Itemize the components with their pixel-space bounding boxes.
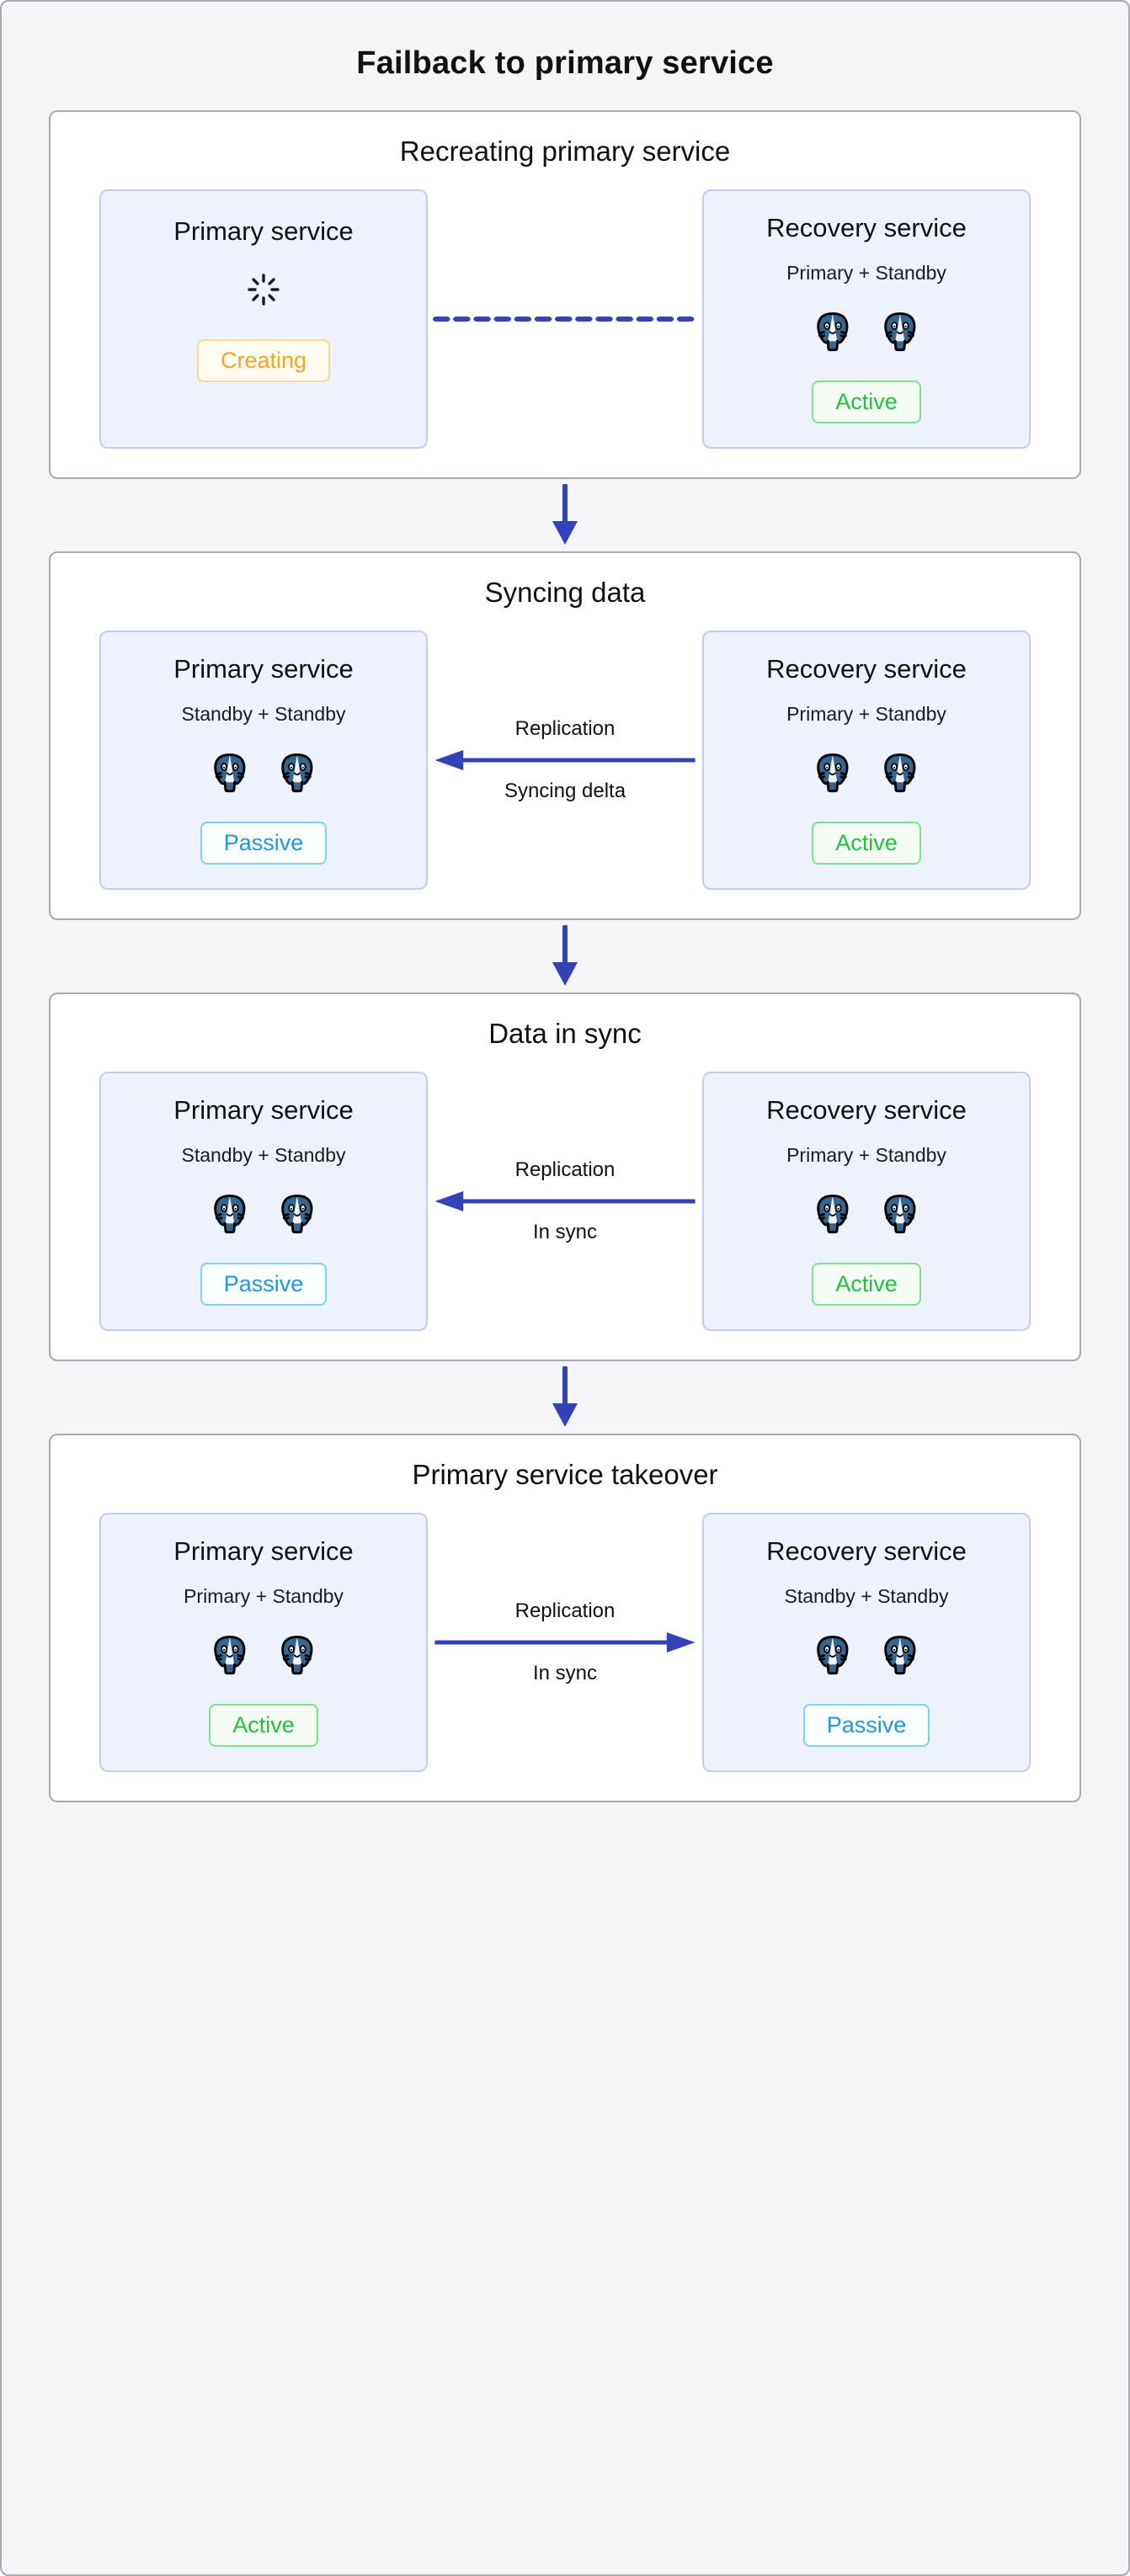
service-name: Recovery service [766,213,967,242]
service-name: Recovery service [766,654,967,684]
postgresql-elephant-icon [281,1636,313,1675]
connector-label-bottom: In sync [532,1662,598,1685]
connector-label-bottom: Syncing delta [504,780,626,802]
service-roles: Primary + Standby [786,703,946,725]
stage-title: Recreating primary service [399,136,731,167]
service-name: Primary service [173,1536,354,1566]
database-node-row [808,1189,925,1237]
connector-label-top: Replication [514,1599,616,1622]
database-node-row [808,748,925,796]
connector-arrow [433,1631,697,1653]
service-roles: Standby + Standby [181,703,346,725]
postgresql-elephant-icon [884,753,916,793]
postgresql-elephant-icon [281,753,313,793]
arrow-down-icon [552,484,578,545]
loading-spinner-icon [248,274,280,306]
stage-title: Syncing data [484,577,646,608]
postgresql-elephant-icon [884,1636,916,1675]
database-node-row [808,1630,925,1679]
replication-connector: Replication In sync [428,1072,702,1331]
service-roles: Primary + Standby [786,262,946,284]
status-badge: Active [812,822,921,865]
service-roles: Primary + Standby [786,1144,946,1166]
service-roles: Standby + Standby [784,1585,949,1607]
status-badge: Creating [196,339,331,382]
service-name: Primary service [173,216,354,246]
database-node-row [205,1630,322,1679]
postgresql-elephant-icon [817,1195,849,1234]
database-node-row [205,748,322,796]
postgresql-elephant-icon [817,312,849,352]
status-badge: Active [812,381,921,423]
postgresql-elephant-icon [214,1636,246,1675]
service-name: Recovery service [766,1095,967,1125]
replication-connector [428,189,702,449]
stage-transition-arrow [49,479,1081,551]
service-roles: Standby + Standby [181,1144,346,1166]
service-name: Primary service [173,654,354,684]
replication-connector: Replication In sync [428,1513,702,1772]
spinner-container [247,265,280,314]
service-roles: Primary + Standby [184,1585,344,1607]
postgresql-elephant-icon [817,753,849,793]
service-name: Primary service [173,1095,354,1125]
status-badge: Passive [200,1263,328,1306]
arrow-down-icon [552,1366,578,1427]
database-node-row [808,306,925,355]
page-title: Failback to primary service [356,45,774,81]
postgresql-elephant-icon [884,1195,916,1234]
postgresql-elephant-icon [884,312,916,352]
database-node-row [205,1189,322,1237]
connector-label-bottom: In sync [532,1221,598,1243]
status-badge: Active [209,1704,318,1747]
primary-service-card[interactable]: Primary service Creating [99,189,428,449]
status-badge: Passive [802,1704,930,1747]
dashed-connector-icon [433,317,697,322]
postgresql-elephant-icon [817,1636,849,1675]
connector-label-top: Replication [514,1158,616,1181]
status-badge: Passive [200,822,328,865]
stage-title: Data in sync [488,1018,642,1049]
connector-arrow [433,1190,697,1212]
connector-label-top: Replication [514,717,616,740]
postgresql-elephant-icon [281,1195,313,1234]
stage-transition-arrow [49,920,1081,993]
replication-connector: Replication Syncing delta [428,631,702,890]
stage-title: Primary service takeover [412,1459,718,1490]
arrow-down-icon [552,925,578,986]
arrow-left-icon [434,1191,696,1211]
stage-transition-arrow [49,1361,1081,1434]
postgresql-elephant-icon [214,753,246,793]
connector-arrow [433,749,697,771]
stage-body: Primary service Creating Recovery servic… [51,189,1079,477]
status-badge: Active [812,1263,921,1306]
postgresql-elephant-icon [214,1195,246,1234]
arrow-left-icon [434,750,696,770]
service-name: Recovery service [766,1536,967,1566]
arrow-right-icon [434,1632,696,1653]
